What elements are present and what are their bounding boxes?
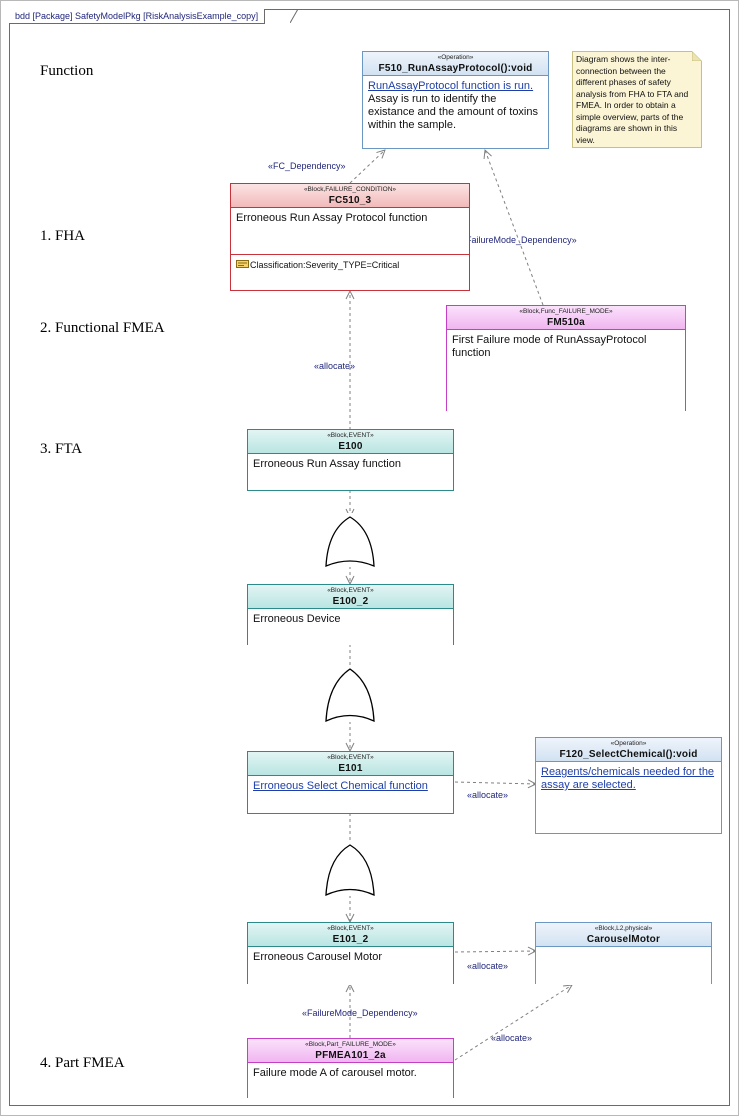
block-fm510a[interactable]: «Block,Func_FAILURE_MODE» FM510a First F…	[446, 305, 686, 413]
block-e100-2-body: Erroneous Device	[248, 608, 453, 645]
edge-failuremode-dependency-top[interactable]	[485, 150, 544, 306]
block-e101-2[interactable]: «Block,EVENT» E101_2 Erroneous Carousel …	[247, 922, 454, 985]
or-gate-3	[325, 842, 375, 897]
block-carousel-motor[interactable]: «Block,L2,physical» CarouselMotor	[535, 922, 712, 985]
edge-label-allocate-e101-2: «allocate»	[467, 961, 509, 971]
block-fm510a-body: First Failure mode of RunAssayProtocol f…	[447, 329, 685, 413]
block-fm510a-stereotype: «Block,Func_FAILURE_MODE»	[519, 308, 613, 315]
edge-allocate-e101-f120[interactable]	[454, 782, 536, 784]
block-pfmea101-2a-header: «Block,Part_FAILURE_MODE» PFMEA101_2a	[248, 1039, 453, 1062]
block-e101-name: E101	[338, 763, 363, 774]
or-gate-1	[325, 513, 375, 567]
block-e100-2-header: «Block,EVENT» E100_2	[248, 585, 453, 608]
edge-label-allocate-e101: «allocate»	[467, 790, 509, 800]
operation-f510-link[interactable]: RunAssayProtocol function is run.	[368, 80, 534, 92]
block-e100-2[interactable]: «Block,EVENT» E100_2 Erroneous Device	[247, 584, 454, 645]
block-e101-body[interactable]: Erroneous Select Chemical function	[253, 780, 428, 792]
operation-f510-header: «Operation» F510_RunAssayProtocol():void	[363, 52, 548, 75]
operation-f120-header: «Operation» F120_SelectChemical():void	[536, 738, 721, 761]
block-fm510a-name: FM510a	[547, 317, 585, 328]
block-fm510a-header: «Block,Func_FAILURE_MODE» FM510a	[447, 306, 685, 329]
operation-f120[interactable]: «Operation» F120_SelectChemical():void R…	[535, 737, 722, 834]
note-fold-corner	[692, 51, 702, 61]
block-e100-body: Erroneous Run Assay function	[248, 453, 453, 490]
edge-label-failuremode-dependency-bottom: «FailureMode_Dependency»	[302, 1008, 418, 1018]
diagram-note: Diagram shows the inter-connection betwe…	[572, 51, 702, 148]
edge-label-allocate-pfmea: «allocate»	[491, 1033, 533, 1043]
block-fc510-3-name: FC510_3	[328, 195, 372, 206]
block-e101[interactable]: «Block,EVENT» E101 Erroneous Select Chem…	[247, 751, 454, 814]
block-carousel-motor-stereotype: «Block,L2,physical»	[594, 925, 653, 932]
block-e100-2-stereotype: «Block,EVENT»	[327, 587, 374, 594]
block-e101-body-section: Erroneous Select Chemical function	[248, 775, 453, 813]
edge-allocate-pfmea-carousel[interactable]	[454, 985, 572, 1061]
block-e100-stereotype: «Block,EVENT»	[327, 432, 374, 439]
block-pfmea101-2a-stereotype: «Block,Part_FAILURE_MODE»	[305, 1041, 396, 1048]
block-e101-2-name: E101_2	[332, 934, 369, 945]
block-e101-stereotype: «Block,EVENT»	[327, 754, 374, 761]
block-pfmea101-2a-body: Failure mode A of carousel motor.	[248, 1062, 453, 1099]
operation-f510[interactable]: «Operation» F510_RunAssayProtocol():void…	[362, 51, 549, 149]
frame-tab-corner	[290, 9, 298, 23]
block-carousel-motor-body	[536, 946, 711, 985]
block-e100-name: E100	[338, 441, 363, 452]
operation-f510-description: RunAssayProtocol function is run. Assay …	[363, 75, 548, 144]
block-pfmea101-2a[interactable]: «Block,Part_FAILURE_MODE» PFMEA101_2a Fa…	[247, 1038, 454, 1099]
operation-f120-stereotype: «Operation»	[610, 740, 647, 747]
block-fc510-3-body: Erroneous Run Assay Protocol function	[231, 207, 469, 254]
operation-f120-body-section: Reagents/chemicals needed for the assay …	[536, 761, 721, 832]
operation-f510-name: F510_RunAssayProtocol():void	[378, 63, 533, 74]
block-e100-header: «Block,EVENT» E100	[248, 430, 453, 453]
block-fc510-3[interactable]: «Block,FAILURE_CONDITION» FC510_3 Errone…	[230, 183, 470, 291]
operation-f510-stereotype: «Operation»	[437, 54, 474, 61]
block-carousel-motor-header: «Block,L2,physical» CarouselMotor	[536, 923, 711, 946]
phase-label-part-fmea: 4. Part FMEA	[40, 1055, 125, 1071]
block-e101-header: «Block,EVENT» E101	[248, 752, 453, 775]
or-gate-2	[325, 666, 375, 723]
operation-f510-body: Assay is run to identify the existance a…	[368, 93, 538, 131]
phase-label-functional-fmea: 2. Functional FMEA	[40, 320, 165, 336]
block-e101-2-header: «Block,EVENT» E101_2	[248, 923, 453, 946]
edge-allocate-e101-2-carousel[interactable]	[454, 951, 536, 952]
edge-fc-dependency[interactable]	[349, 150, 385, 184]
diagram-frame-title: bdd [Package] SafetyModelPkg [RiskAnalys…	[9, 9, 266, 24]
block-pfmea101-2a-name: PFMEA101_2a	[315, 1050, 386, 1061]
edge-label-fc-dependency: «FC_Dependency»	[268, 161, 346, 171]
phase-label-function: Function	[40, 63, 94, 79]
block-carousel-motor-name: CarouselMotor	[586, 934, 661, 945]
operation-f120-body[interactable]: Reagents/chemicals needed for the assay …	[541, 766, 715, 791]
edge-label-failuremode-dependency-top: «FailureMode_Dependency»	[461, 235, 577, 245]
operation-f120-name: F120_SelectChemical():void	[559, 749, 698, 760]
phase-label-fta: 3. FTA	[40, 441, 83, 457]
block-fc510-3-attributes: Classification:Severity_TYPE=Critical	[231, 254, 469, 276]
block-e100[interactable]: «Block,EVENT» E100 Erroneous Run Assay f…	[247, 429, 454, 491]
edge-label-allocate-fc: «allocate»	[314, 361, 356, 371]
block-e101-2-body: Erroneous Carousel Motor	[248, 946, 453, 985]
block-fc510-3-stereotype: «Block,FAILURE_CONDITION»	[303, 186, 397, 193]
block-fc510-3-header: «Block,FAILURE_CONDITION» FC510_3	[231, 184, 469, 207]
phase-label-fha: 1. FHA	[40, 228, 86, 244]
block-e100-2-name: E100_2	[332, 596, 369, 607]
property-icon	[236, 260, 249, 268]
note-text: Diagram shows the inter-connection betwe…	[576, 54, 689, 145]
block-e101-2-stereotype: «Block,EVENT»	[327, 925, 374, 932]
diagram-frame	[9, 9, 730, 1106]
block-fc510-3-attribute: Classification:Severity_TYPE=Critical	[250, 260, 400, 270]
